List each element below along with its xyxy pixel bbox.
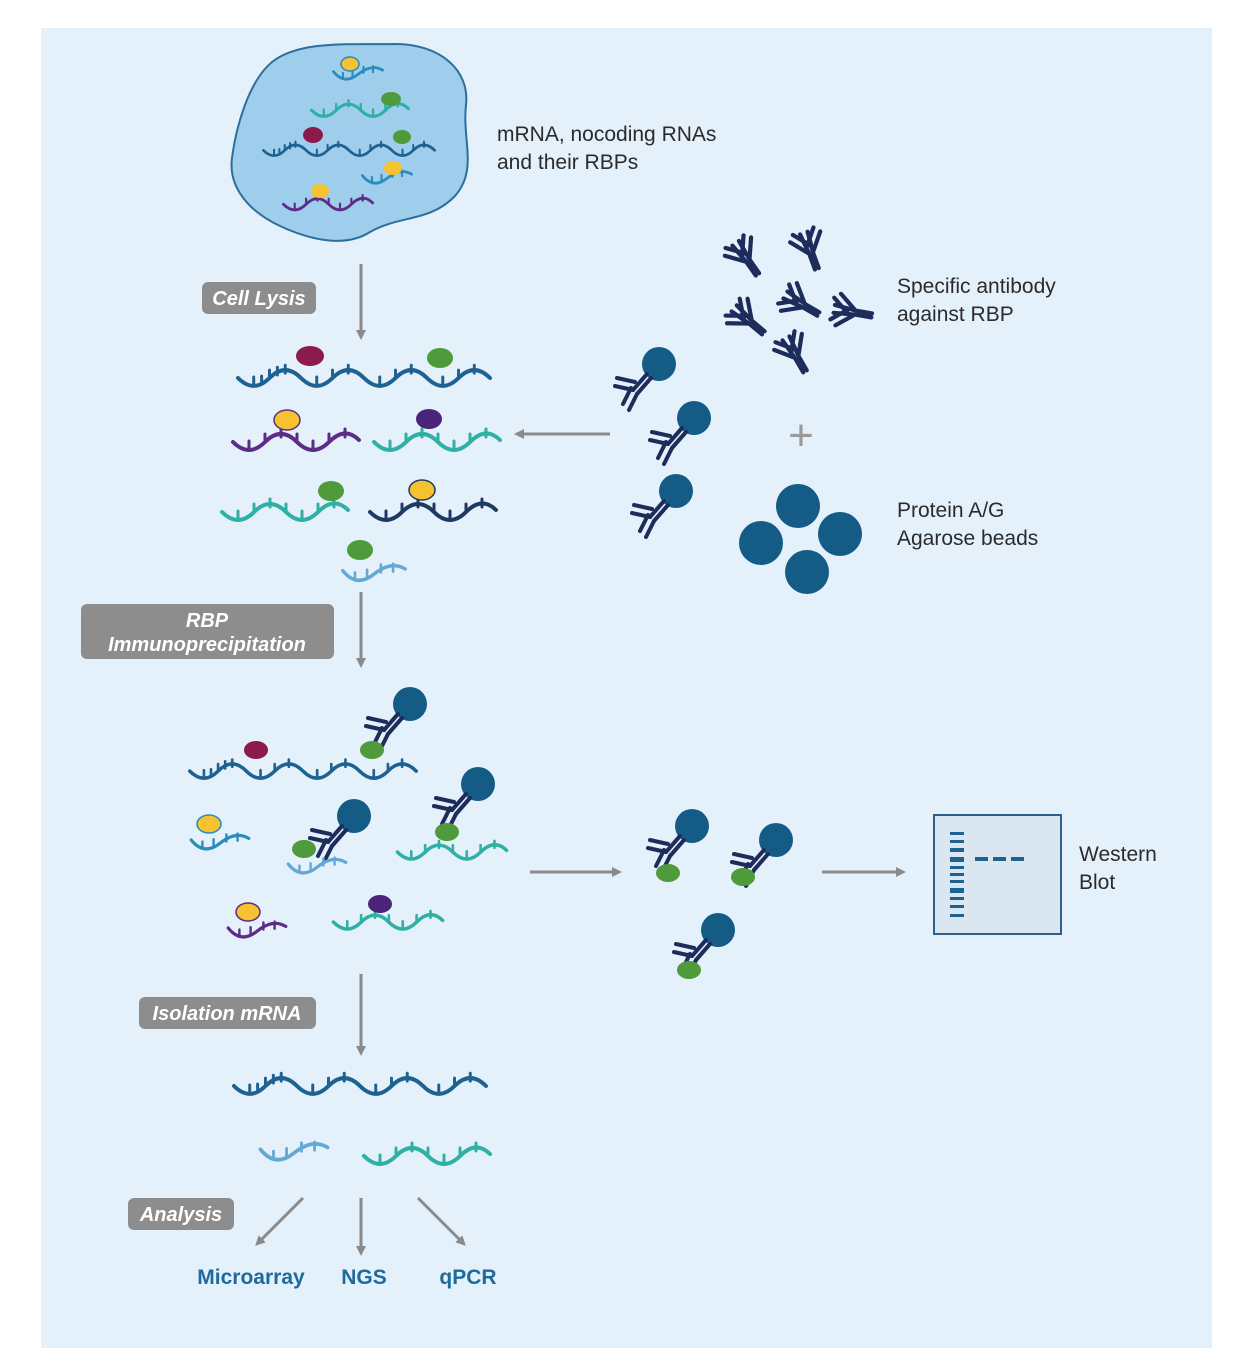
rna-label-line1: mRNA, nocoding RNAs xyxy=(497,123,716,146)
lysate-rna-group xyxy=(220,346,502,583)
output-ngs: NGS xyxy=(341,1266,387,1289)
output-qpcr: qPCR xyxy=(439,1266,496,1289)
western-label-line2: Blot xyxy=(1079,871,1115,894)
step-cell-lysis: Cell Lysis xyxy=(212,288,305,310)
captured-rbp-complexes xyxy=(646,807,795,979)
step-badge-analysis: Analysis xyxy=(128,1198,234,1230)
output-microarray: Microarray xyxy=(197,1266,305,1289)
step-isolation: Isolation mRNA xyxy=(153,1003,302,1025)
beads-label-line2: Agarose beads xyxy=(897,527,1038,550)
plus-sign: + xyxy=(788,411,814,460)
step-badge-immunoprecipitation: RBP Immunoprecipitation xyxy=(81,604,334,659)
step-badge-cell-lysis: Cell Lysis xyxy=(202,282,316,314)
ip-mixture-group xyxy=(187,685,509,939)
step-badge-isolation: Isolation mRNA xyxy=(139,997,316,1029)
arrow-icon xyxy=(416,1196,466,1246)
agarose-bead-icon xyxy=(739,484,862,594)
cell-icon xyxy=(230,42,469,242)
western-blot-membrane-icon xyxy=(933,814,1062,935)
step-ip-line2: Immunoprecipitation xyxy=(108,634,306,656)
step-ip-line1: RBP xyxy=(186,610,229,632)
antibody-label-line1: Specific antibody xyxy=(897,275,1056,298)
diagram-background xyxy=(41,28,1212,1348)
rna-label-line2: and their RBPs xyxy=(497,151,638,174)
western-label-line1: Western xyxy=(1079,843,1157,866)
beads-label-line1: Protein A/G xyxy=(897,499,1004,522)
antibody-label-line2: against RBP xyxy=(897,303,1014,326)
step-analysis: Analysis xyxy=(139,1204,222,1226)
arrow-icon xyxy=(255,1196,305,1246)
